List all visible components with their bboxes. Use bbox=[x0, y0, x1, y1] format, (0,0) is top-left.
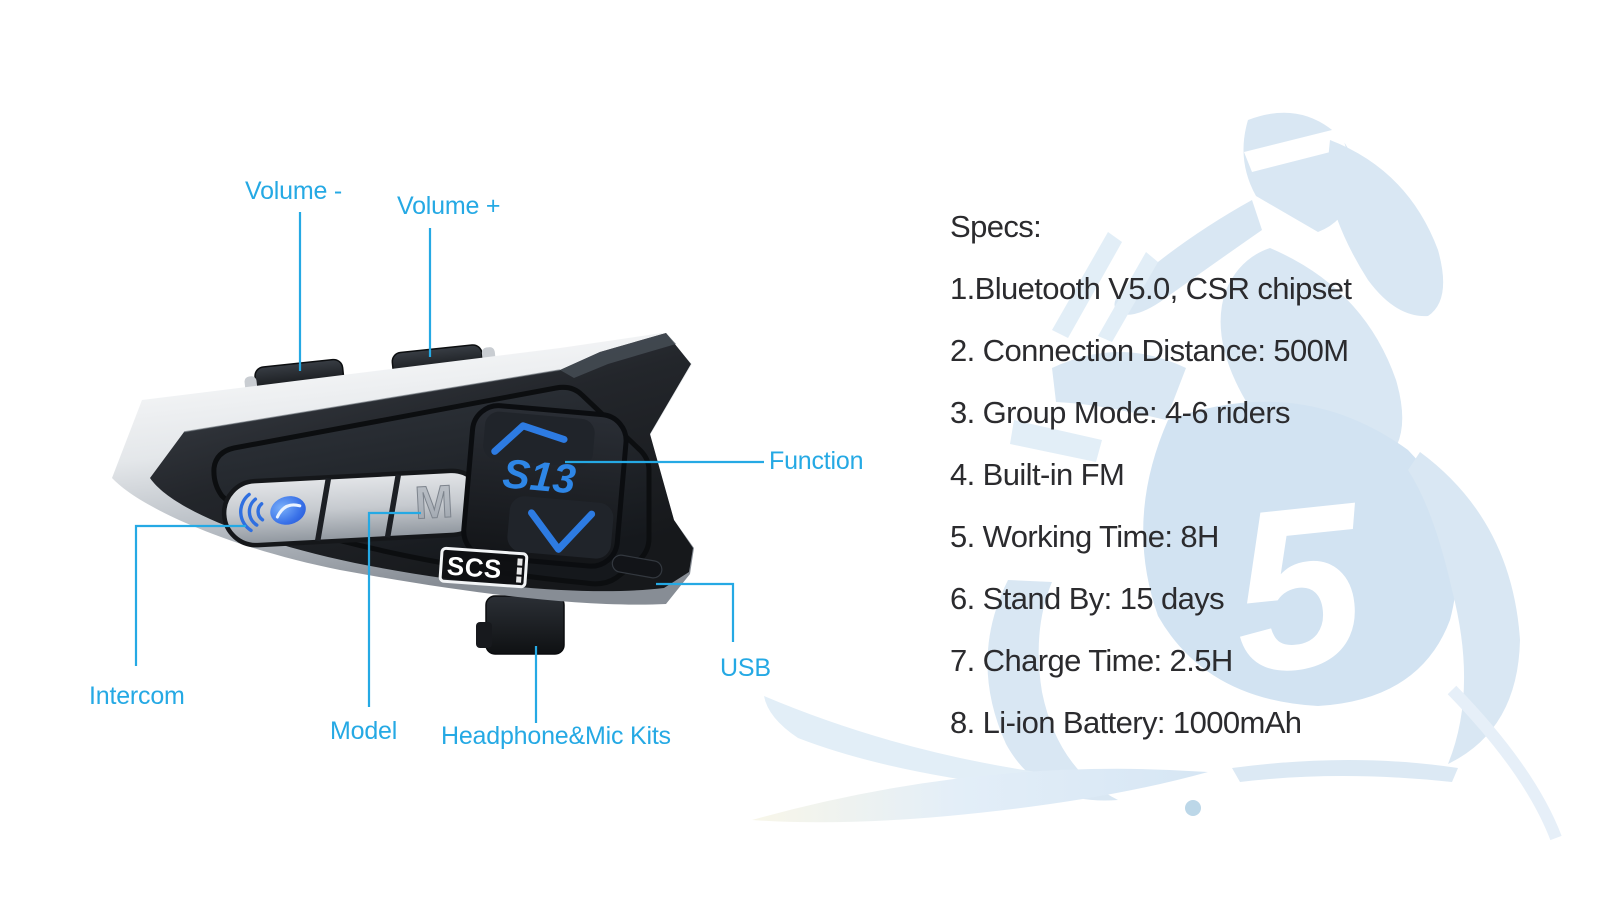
headphone-mic-connector bbox=[476, 595, 565, 655]
spec-item: 8. Li-ion Battery: 1000mAh bbox=[950, 705, 1302, 740]
spec-item: 1.Bluetooth V5.0, CSR chipset bbox=[950, 271, 1352, 306]
spec-item: 2. Connection Distance: 500M bbox=[950, 333, 1349, 368]
fin-highlight bbox=[560, 333, 676, 378]
volume-plus-label: Volume + bbox=[397, 192, 501, 220]
watermark-shapes: 5 bbox=[752, 112, 1562, 841]
brand-logo-text: SCS bbox=[446, 551, 503, 585]
usb-callout-line bbox=[656, 582, 735, 642]
spec-item: 4. Built-in FM bbox=[950, 457, 1125, 492]
capsule-separator bbox=[314, 477, 332, 542]
rocker-up-button bbox=[483, 411, 595, 467]
spec-item: 3. Group Mode: 4-6 riders bbox=[950, 395, 1291, 430]
function-rocker-panel: S13 bbox=[461, 403, 629, 569]
model-callout-line bbox=[367, 511, 421, 707]
brand-badge: SCS bbox=[438, 546, 529, 589]
function-label: Function bbox=[769, 447, 864, 475]
intercom-callout-line bbox=[134, 524, 246, 666]
intercom-icon bbox=[239, 492, 306, 533]
body-top-seam bbox=[183, 369, 561, 433]
capsule-separator bbox=[384, 474, 402, 538]
volume-minus-label: Volume - bbox=[245, 177, 343, 205]
button-capsule: M bbox=[221, 468, 487, 548]
spec-item: 5. Working Time: 8H bbox=[950, 519, 1219, 554]
spec-item: 6. Stand By: 15 days bbox=[950, 581, 1225, 616]
specs-list: Specs: 1.Bluetooth V5.0, CSR chipset 2. … bbox=[950, 196, 1352, 754]
model-logo: S13 bbox=[501, 450, 578, 502]
intercom-label: Intercom bbox=[89, 682, 185, 710]
usb-label: USB bbox=[720, 654, 771, 682]
headphone-mic-label: Headphone&Mic Kits bbox=[441, 722, 671, 750]
usb-port bbox=[611, 554, 663, 579]
chevron-down-icon bbox=[528, 509, 596, 553]
watermark-numeral: 5 bbox=[1220, 453, 1377, 722]
mode-button-label: M bbox=[413, 475, 454, 529]
chevron-up-icon bbox=[491, 422, 568, 455]
callout-lines bbox=[134, 212, 764, 723]
specs-title: Specs: bbox=[950, 209, 1042, 244]
model-label: Model bbox=[330, 717, 398, 745]
spec-item: 7. Charge Time: 2.5H bbox=[950, 643, 1233, 678]
